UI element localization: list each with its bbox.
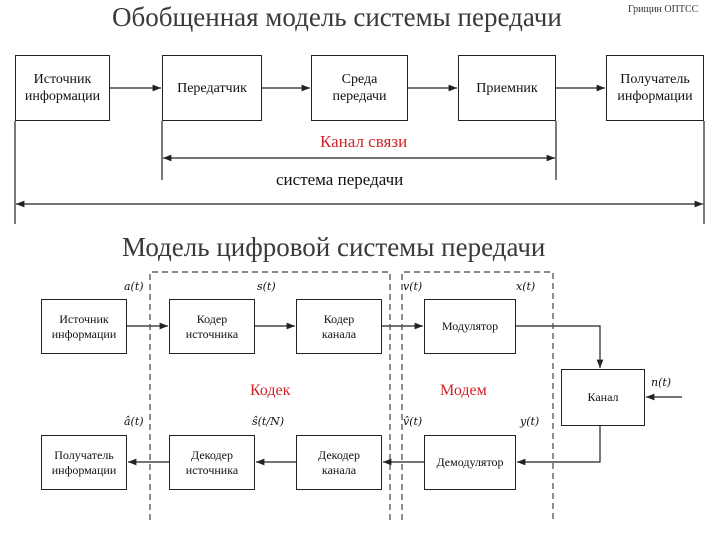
block-channel-decoder: Декодер канала bbox=[296, 435, 382, 490]
block-transmitter: Передатчик bbox=[162, 55, 262, 121]
label-modem: Модем bbox=[440, 382, 487, 399]
frame-codec bbox=[149, 271, 391, 520]
block-receiver: Приемник bbox=[458, 55, 556, 121]
signal-a: a(t) bbox=[124, 280, 144, 293]
block-modulator: Модулятор bbox=[424, 299, 516, 354]
signal-n: n(t) bbox=[651, 376, 672, 389]
signal-a-hat: â(t) bbox=[124, 415, 144, 428]
block-demodulator: Демодулятор bbox=[424, 435, 516, 490]
title-digital: Модель цифровой системы передачи bbox=[122, 232, 546, 262]
label-channel: Канал связи bbox=[320, 132, 408, 151]
signal-v: v(t) bbox=[403, 280, 423, 293]
signal-v-hat: v̂(t) bbox=[403, 415, 423, 428]
block-digital-recipient: Получатель информации bbox=[41, 435, 127, 490]
label-codec: Кодек bbox=[250, 382, 291, 399]
signal-y: y(t) bbox=[520, 415, 540, 428]
frame-modem bbox=[401, 271, 554, 520]
block-source: Источник информации bbox=[15, 55, 110, 121]
signal-x: x(t) bbox=[516, 280, 536, 293]
block-medium: Среда передачи bbox=[311, 55, 408, 121]
block-digital-source: Источник информации bbox=[41, 299, 127, 354]
block-channel-coder: Кодер канала bbox=[296, 299, 382, 354]
signal-s: s(t) bbox=[257, 280, 276, 293]
title-general: Обобщенная модель системы передачи bbox=[112, 2, 562, 32]
block-source-decoder: Декодер источника bbox=[169, 435, 255, 490]
block-recipient: Получатель информации bbox=[606, 55, 704, 121]
block-source-coder: Кодер источника bbox=[169, 299, 255, 354]
label-system: система передачи bbox=[276, 170, 404, 189]
block-channel: Канал bbox=[561, 369, 645, 426]
arrow-x bbox=[516, 325, 604, 368]
arrow-y bbox=[517, 426, 601, 466]
signal-s-hat: ŝ(t/N) bbox=[252, 415, 284, 428]
author-note: Грищин ОПТСС bbox=[628, 4, 699, 15]
